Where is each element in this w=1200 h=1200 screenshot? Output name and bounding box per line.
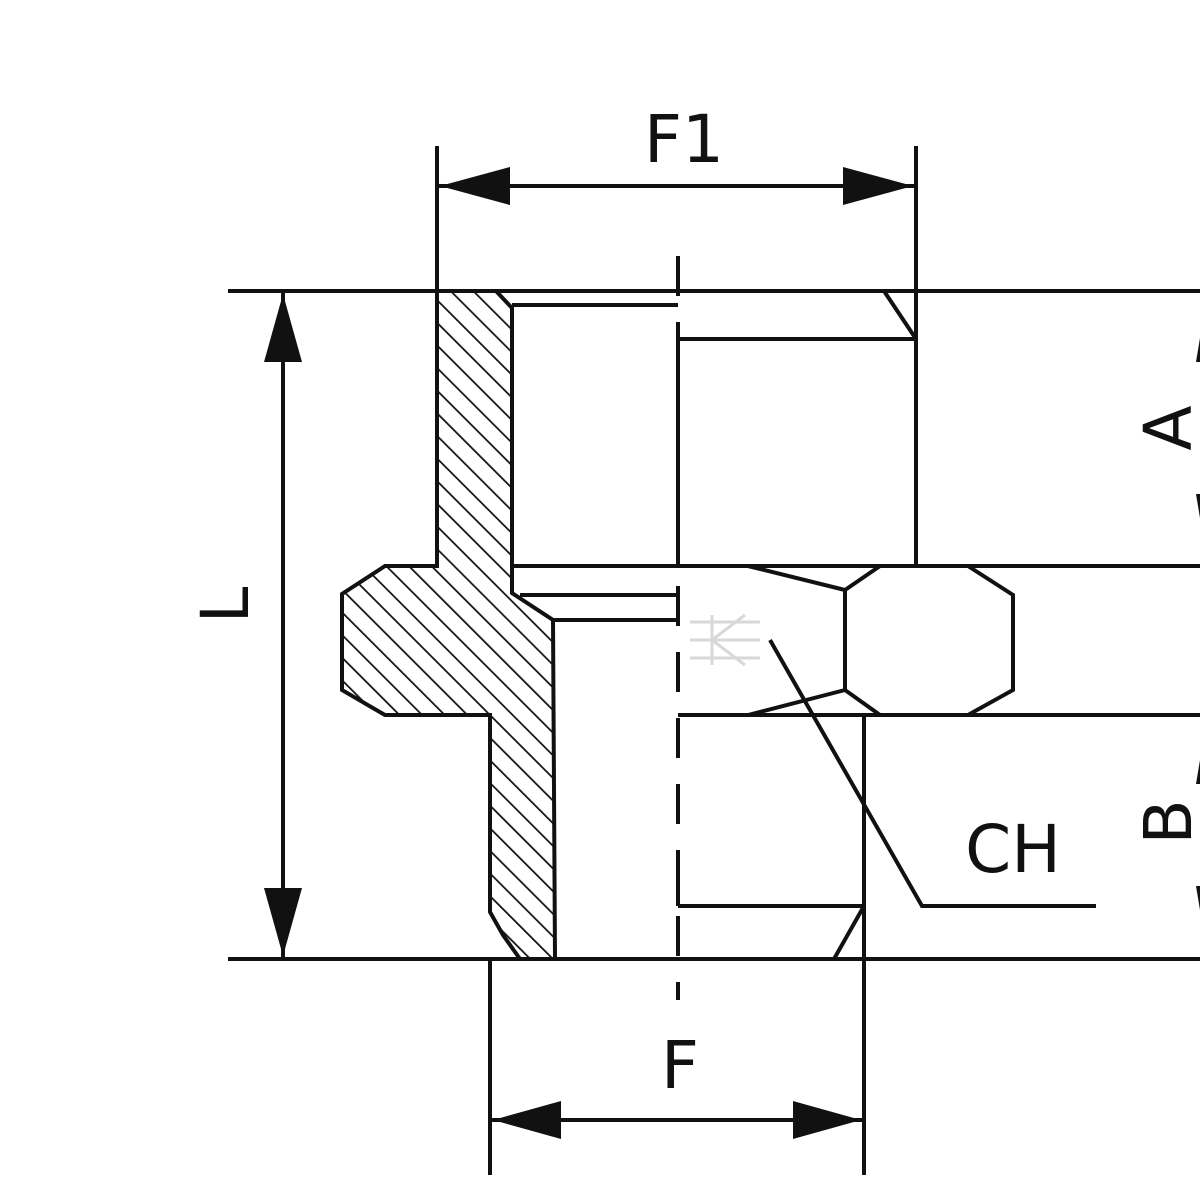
b-label: B [1130, 799, 1200, 844]
l-label: L [187, 586, 264, 623]
f-arrow-left [493, 1101, 561, 1139]
upper-chamfer [882, 289, 918, 341]
hatched-cross-section [340, 289, 558, 961]
f1-arrow-left [440, 167, 510, 205]
b-arrow-top [1196, 760, 1200, 784]
hex-face-left [747, 564, 847, 717]
f1-label: F1 [644, 101, 724, 178]
a-label: A [1130, 405, 1200, 450]
watermark-logo [690, 613, 760, 667]
ch-label: CH [965, 811, 1061, 888]
ch-leader-line [768, 639, 1096, 908]
hex-face-right [843, 564, 1015, 717]
l-arrow-bottom [264, 888, 302, 956]
f1-arrow-right [843, 167, 913, 205]
f-label: F [661, 1027, 699, 1104]
lower-chamfer [832, 905, 866, 960]
a-arrow-bottom [1196, 494, 1200, 518]
l-arrow-top [264, 294, 302, 362]
a-arrow-top [1196, 338, 1200, 362]
f-arrow-right [793, 1101, 861, 1139]
b-arrow-bottom [1196, 886, 1200, 910]
